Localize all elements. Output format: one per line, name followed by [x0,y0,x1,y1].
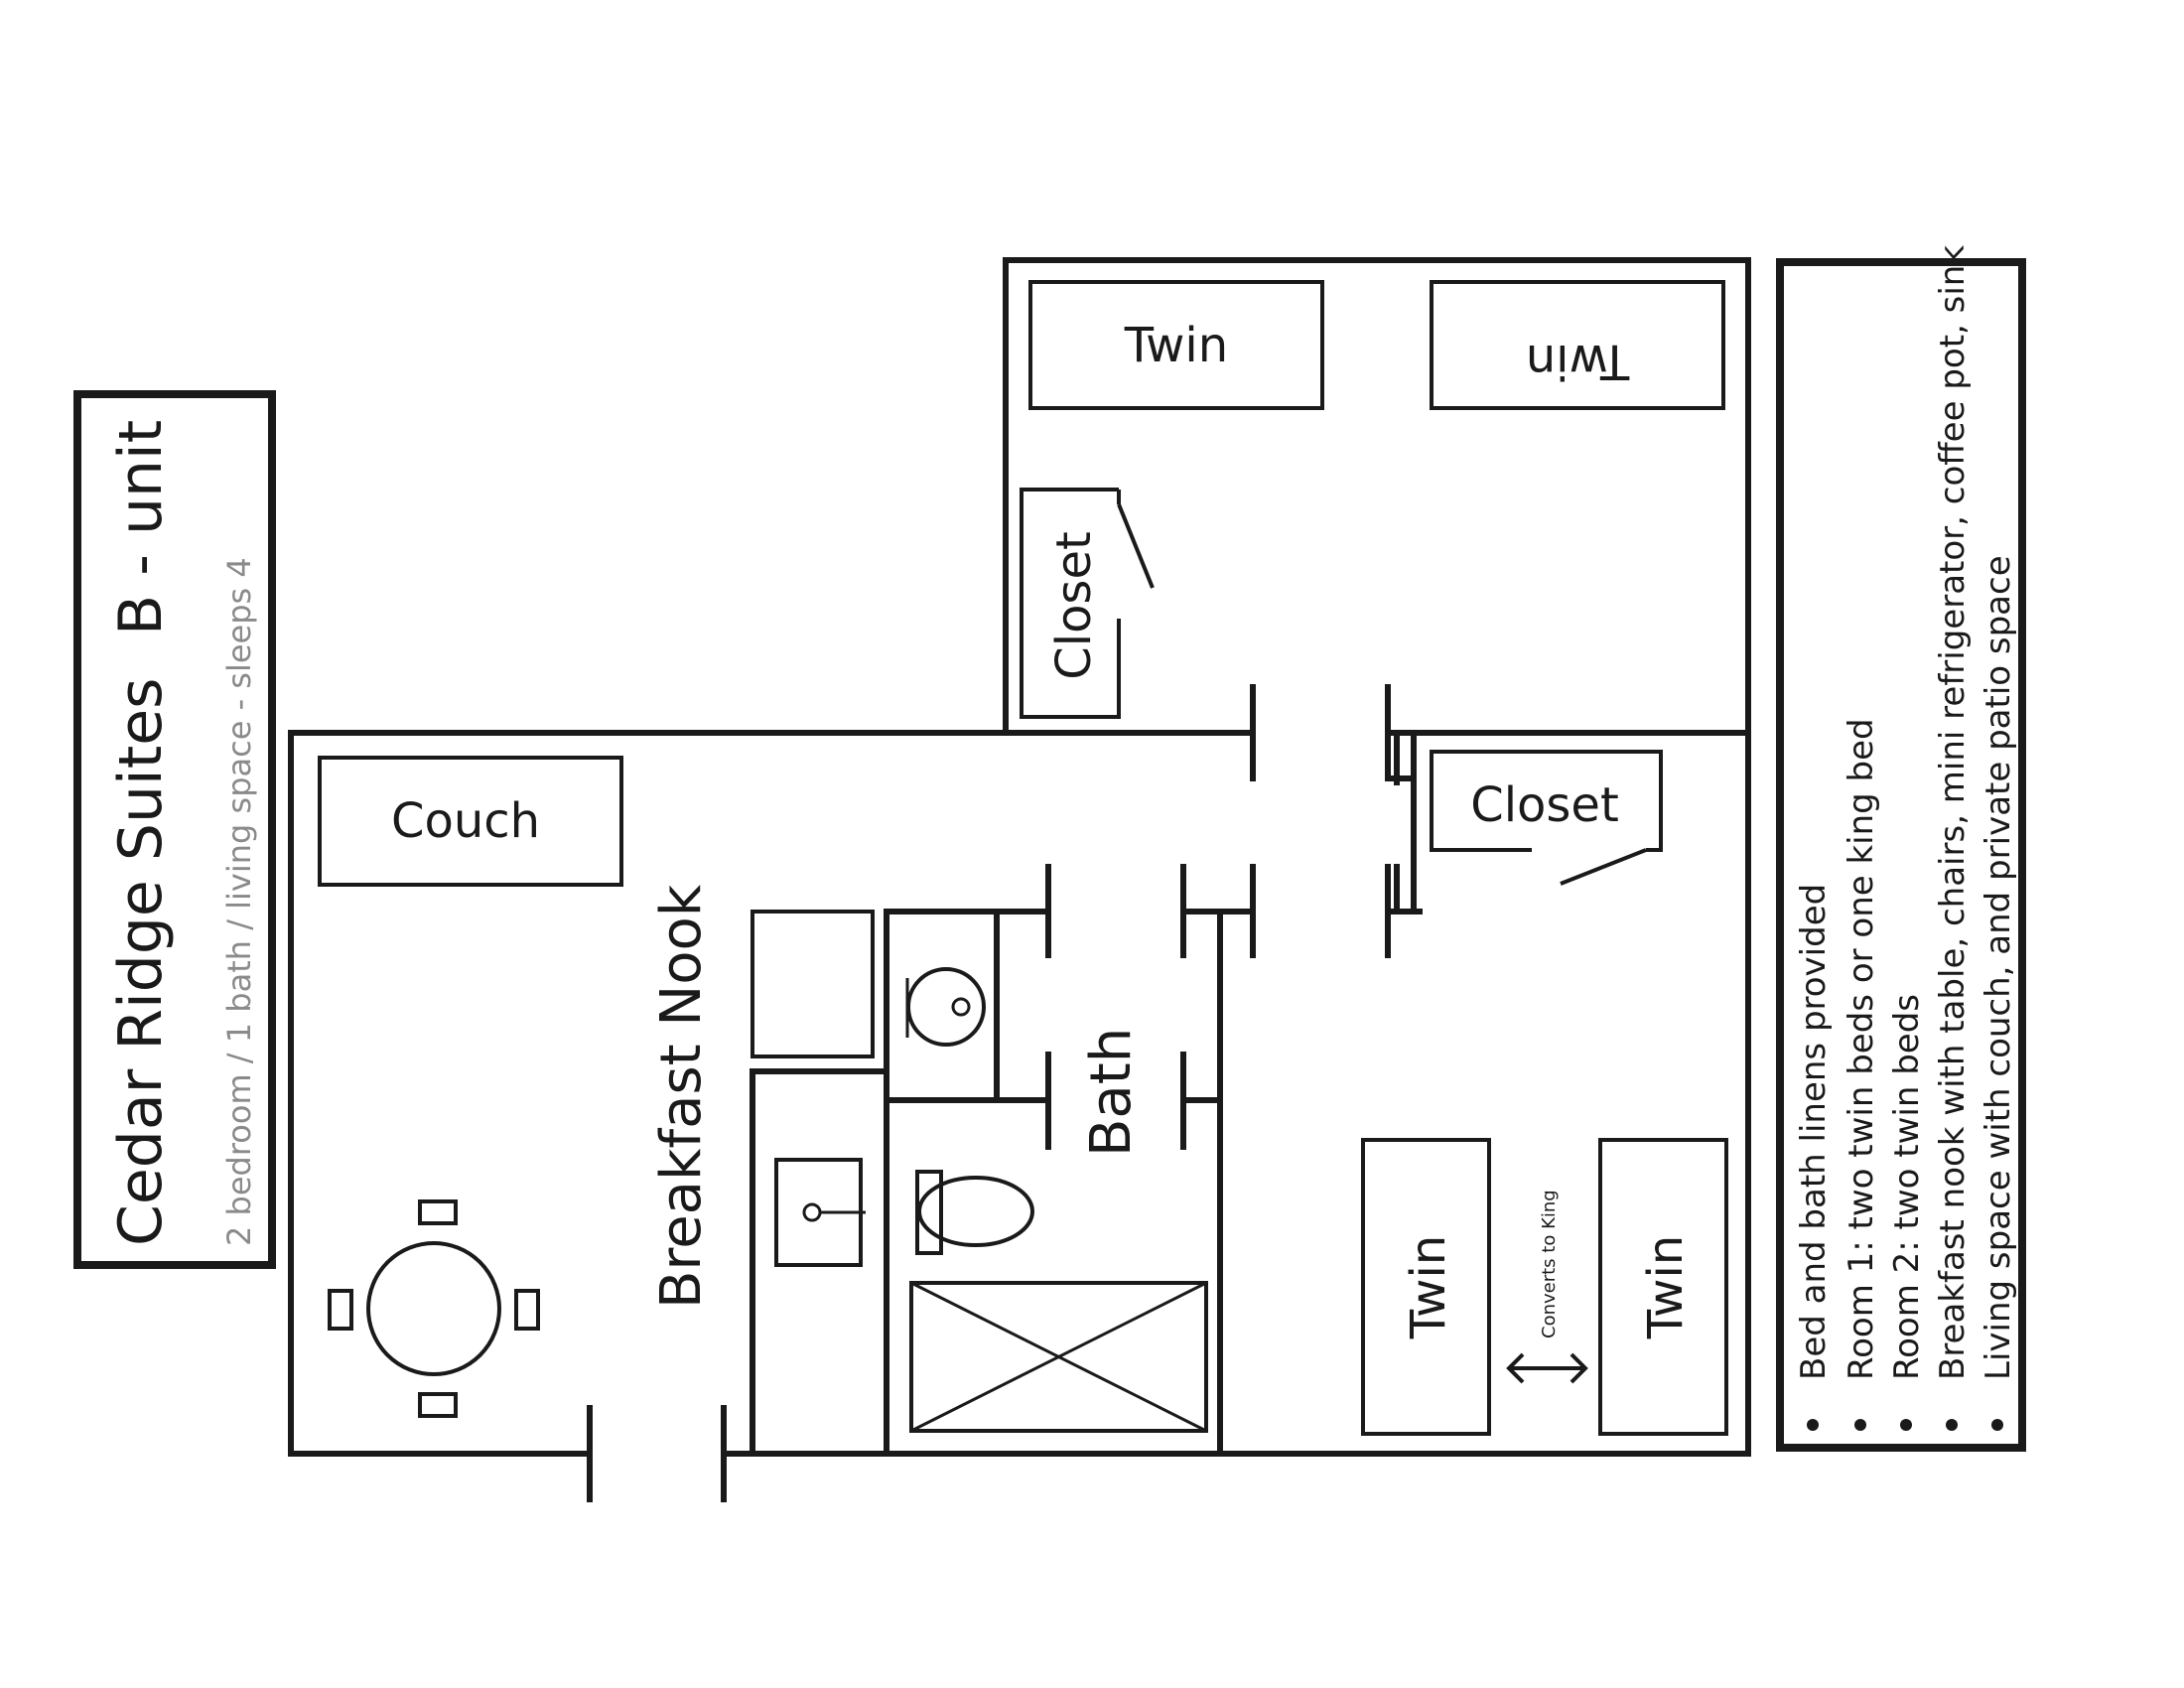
closet-lower: Closet [1430,750,1663,886]
shower [909,1281,1208,1433]
svg-text:Room 2: two twin beds: Room 2: two twin beds [1887,994,1927,1380]
bullet-icon [1807,1419,1819,1431]
svg-text:Bed and bath linens provided: Bed and bath linens provided [1794,884,1834,1380]
svg-text:Twin: Twin [1638,1235,1694,1339]
legend-item: Bed and bath linens provided [1794,884,1834,1431]
svg-text:Converts to King: Converts to King [1539,1190,1560,1338]
twin-bed-bottom-right: Twin [1598,1138,1728,1436]
property-subtitle: 2 bedroom / 1 bath / living space - slee… [220,557,258,1246]
svg-text:Twin: Twin [1124,318,1228,373]
unit-label: B - unit [106,420,176,635]
chair-icon [418,1199,458,1225]
bedroom-2: Twin Twin Closet [1020,280,1725,719]
chair-icon [514,1289,540,1331]
legend-item: Room 1: two twin beds or one king bed [1842,718,1881,1431]
interior-walls [750,730,1423,1457]
bedroom-1: Closet Twin Twin Converts to King [1361,750,1728,1436]
twin-bed-top-right: Twin [1430,280,1725,410]
bullet-icon [1991,1419,2003,1431]
breakfast-nook-label: Breakfast Nook [649,884,714,1309]
bath-label: Bath [1079,1028,1144,1157]
title-box: B - unit Cedar Ridge Suites 2 bedroom / … [73,390,276,1269]
toilet-tank-icon [915,1170,943,1255]
hallway-doors [1045,684,1391,1150]
property-name: Cedar Ridge Suites [106,678,176,1246]
svg-text:Room 1: two twin beds or one k: Room 1: two twin beds or one king bed [1842,718,1881,1380]
twin-bed-bottom-left: Twin [1361,1138,1491,1436]
exterior-walls [288,257,1751,1457]
double-arrow-icon [1506,1352,1588,1384]
sink-basin-icon [906,967,986,1047]
bullet-icon [1854,1419,1866,1431]
mini-fridge [751,910,875,1058]
bullet-icon [1900,1419,1912,1431]
entry-door [587,1405,727,1502]
amenities-legend: Bed and bath linens provided Room 1: two… [1776,245,2026,1452]
svg-text:Living space with couch, and p: Living space with couch, and private pat… [1979,555,2018,1380]
twin-bed-top-left: Twin [1028,280,1324,410]
sink-drain-icon [951,997,971,1017]
legend-item: Breakfast nook with table, chairs, mini … [1933,245,1973,1431]
svg-text:Twin: Twin [1526,334,1630,389]
couch-label: Couch [391,793,540,849]
toilet-bowl-icon [917,1176,1034,1247]
svg-text:Closet: Closet [1470,777,1619,833]
chair-icon [418,1392,458,1418]
toilet [915,1170,1034,1255]
legend-item: Room 2: two twin beds [1887,994,1927,1431]
dining-table [328,1199,540,1418]
bath-sink [905,967,986,1047]
couch: Couch [318,756,623,887]
sink-drain-icon [802,1202,822,1222]
svg-text:Closet: Closet [1046,531,1102,680]
legend-item: Living space with couch, and private pat… [1979,555,2018,1431]
nook-sink [774,1158,866,1267]
table-icon [366,1241,501,1376]
converts-to-king: Converts to King [1506,1190,1588,1384]
svg-text:Breakfast nook with table, cha: Breakfast nook with table, chairs, mini … [1933,245,1973,1380]
bullet-icon [1946,1419,1958,1431]
chair-icon [328,1289,353,1331]
closet-upper: Closet [1020,488,1155,719]
svg-text:Twin: Twin [1401,1235,1456,1339]
